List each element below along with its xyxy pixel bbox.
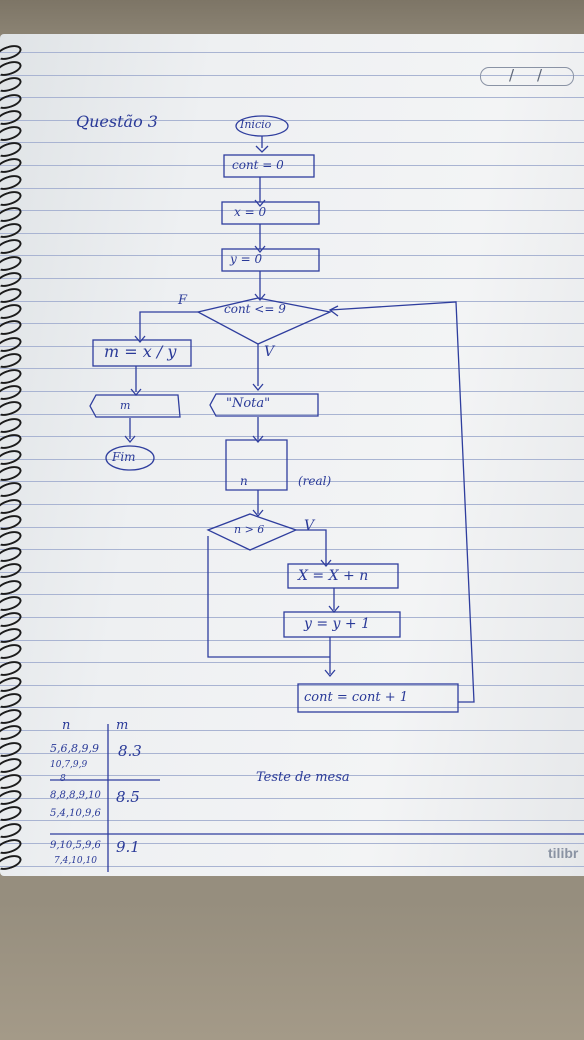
ruled-line <box>0 730 584 731</box>
decision-n <box>206 513 298 551</box>
label-display-nota: "Nota" <box>226 396 271 411</box>
table-cell-m: 9.1 <box>116 838 140 856</box>
ruled-line <box>0 255 584 256</box>
label-input-type: (real) <box>298 474 332 488</box>
label-cond-true: V <box>304 518 315 534</box>
mesa-test-caption: Teste de mesa <box>256 770 350 785</box>
label-y-inc: y = y + 1 <box>304 616 370 632</box>
ruled-line <box>0 798 584 799</box>
ruled-line <box>0 210 584 211</box>
table-cell-n: 8 <box>60 774 66 784</box>
ruled-line <box>0 97 584 98</box>
table-header-n: n <box>62 718 71 733</box>
flowchart <box>50 115 584 872</box>
date-box: / / <box>480 66 574 86</box>
ruled-line <box>0 323 584 324</box>
ruled-line <box>0 301 584 302</box>
label-n-condition: n > 6 <box>234 523 265 536</box>
ruled-line <box>0 188 584 189</box>
ruled-line <box>0 617 584 618</box>
brand-logo: tilibr <box>548 845 579 861</box>
ruled-line <box>0 527 584 528</box>
label-input-n: n <box>240 474 248 488</box>
ruled-line <box>0 753 584 754</box>
ruled-line <box>0 120 584 121</box>
box-x-init <box>221 201 320 225</box>
table-cell-n: 7,4,10,10 <box>54 856 97 866</box>
label-loop-condition: cont <= 9 <box>224 302 286 316</box>
box-y-inc <box>283 611 401 638</box>
input-n <box>225 439 288 491</box>
ruled-line <box>0 459 584 460</box>
table-cell-n: 9,10,5,9,6 <box>50 840 101 851</box>
ruled-line <box>0 594 584 595</box>
table-cell-n: 5,4,10,9,6 <box>50 808 101 819</box>
arrow-loop-back <box>329 301 475 703</box>
ruled-line <box>0 142 584 143</box>
ruled-line <box>0 640 584 641</box>
label-cont-inc: cont = cont + 1 <box>304 690 408 705</box>
table-cell-n: 5,6,8,9,9 <box>50 742 99 755</box>
ruled-line <box>0 775 584 776</box>
label-cont-init: cont = 0 <box>232 158 284 172</box>
arrow-cond-true <box>296 529 327 564</box>
label-x-sum: X = X + n <box>298 568 369 584</box>
table-cell-n: 10,7,9,9 <box>50 760 88 770</box>
ruled-line <box>0 391 584 392</box>
display-nota <box>209 393 319 417</box>
ruled-line <box>0 820 584 821</box>
table-cell-n: 8,8,8,9,10 <box>50 790 101 801</box>
ruled-line <box>0 233 584 234</box>
box-y-init <box>221 248 320 272</box>
end-terminal <box>105 445 155 471</box>
ruled-line <box>0 549 584 550</box>
question-title: Questão 3 <box>76 112 158 131</box>
ruled-line <box>0 504 584 505</box>
label-start: Inicio <box>240 118 272 131</box>
ruled-line <box>0 481 584 482</box>
arrow-false <box>139 311 198 339</box>
ruled-line <box>0 572 584 573</box>
table-cell-m: 8.5 <box>116 788 140 806</box>
ruled-line <box>0 662 584 663</box>
box-cont-init <box>223 154 315 178</box>
notebook-page: / / Questão 3 <box>0 34 584 876</box>
label-end: Fim <box>112 450 136 464</box>
box-x-sum <box>287 563 399 589</box>
ruled-line <box>0 368 584 369</box>
label-display-m: m <box>120 399 131 412</box>
ruled-line <box>0 52 584 53</box>
ruled-line <box>0 75 584 76</box>
ruled-line <box>0 843 584 844</box>
ruled-line <box>0 278 584 279</box>
arrow-cond-false <box>207 536 330 658</box>
label-x-init: x = 0 <box>234 205 267 219</box>
ruled-line <box>0 685 584 686</box>
box-cont-inc <box>297 683 459 713</box>
ruled-line <box>0 346 584 347</box>
table-cell-m: 8.3 <box>118 742 142 760</box>
label-false: F <box>178 293 188 308</box>
ruled-line <box>0 414 584 415</box>
table-header-m: m <box>116 718 129 733</box>
ruled-line <box>0 866 584 867</box>
display-m <box>89 394 181 418</box>
label-mean: m = x / y <box>104 342 177 361</box>
ruled-line <box>0 436 584 437</box>
label-y-init: y = 0 <box>230 252 263 266</box>
label-true: V <box>264 344 275 360</box>
date-slash-1: / <box>509 66 515 84</box>
date-slash-2: / <box>537 66 543 84</box>
ruled-line <box>0 165 584 166</box>
ruled-line <box>0 707 584 708</box>
